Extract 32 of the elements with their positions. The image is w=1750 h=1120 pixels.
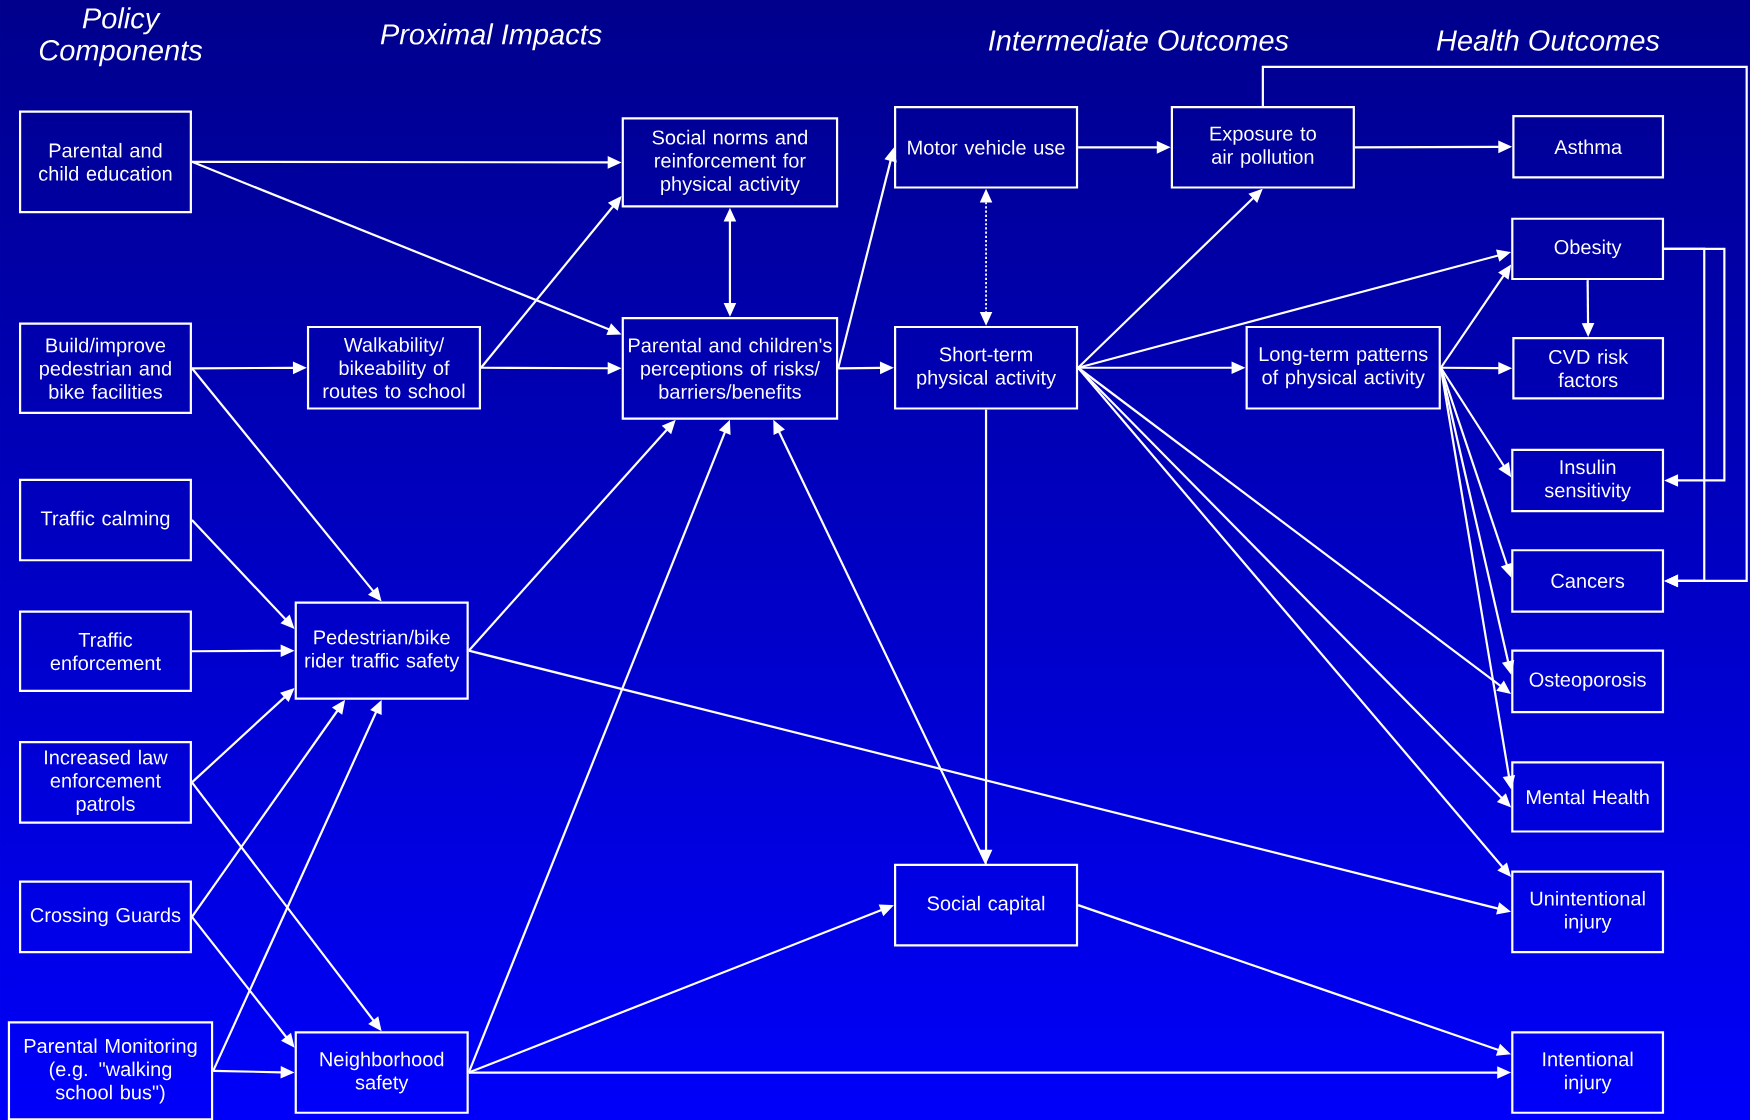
policy-box: Build/improve pedestrian and bike facilities [19, 322, 192, 415]
outcome-box: Obesity [1511, 217, 1665, 281]
outcome-box: Short-term physical activity [894, 325, 1079, 410]
outcome-box: Cancers [1511, 549, 1665, 613]
arrow [1664, 247, 1726, 487]
outcome-box: Long-term patterns of physical activity [1245, 325, 1441, 410]
outcome-box: Exposure to air pollution [1170, 106, 1355, 189]
arrow [1664, 247, 1706, 588]
column-heading: Policy Components [39, 7, 203, 67]
outcome-box: Asthma [1512, 114, 1665, 179]
outcome-box: Unintentional injury [1511, 870, 1665, 954]
impact-box: Social norms and reinforcement for physical activity [621, 117, 839, 208]
outcome-box: CVD risk factors [1512, 337, 1665, 400]
policy-box: Parental Monitoring (e.g. "walking school bus") [7, 1021, 214, 1120]
column-heading: Intermediate Outcomes [988, 29, 1289, 51]
column-heading: Proximal Impacts [380, 23, 602, 51]
outcome-box: Osteoporosis [1511, 649, 1665, 714]
impact-box: Parental and children's perceptions of risks/ barriers/benefits [621, 317, 839, 420]
policy-box: Traffic calming [19, 478, 192, 562]
impact-box: Pedestrian/bike rider traffic safety [294, 601, 469, 700]
outcome-box: Intentional injury [1511, 1031, 1665, 1114]
outcome-box: Insulin sensitivity [1511, 448, 1665, 513]
policy-box: Increased law enforcement patrols [19, 741, 192, 824]
impact-box: Neighborhood safety [294, 1031, 469, 1114]
policy-box: Parental and child education [19, 110, 192, 214]
impact-box: Walkability/ bikeability of routes to school [306, 325, 482, 410]
outcome-box: Motor vehicle use [894, 106, 1079, 189]
policy-box: Crossing Guards [19, 880, 192, 954]
outcome-box: Social capital [894, 863, 1079, 947]
column-heading: Health Outcomes [1436, 29, 1660, 51]
outcome-box: Mental Health [1511, 761, 1665, 833]
policy-box: Traffic enforcement [19, 610, 192, 692]
